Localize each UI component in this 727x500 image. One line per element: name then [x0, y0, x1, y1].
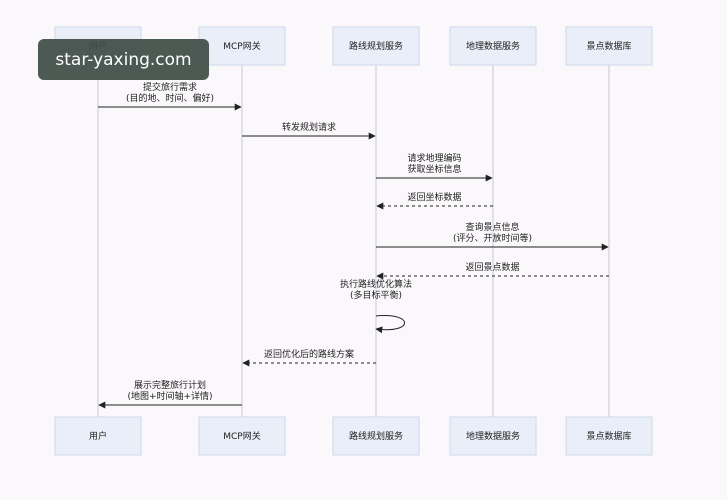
participant-box [198, 26, 286, 66]
participant-label: 地理数据服务 [466, 430, 520, 442]
participant-geo-top: 地理数据服务 [449, 26, 537, 66]
participant-box [198, 416, 286, 456]
message-label: 获取坐标信息 [407, 163, 461, 175]
message-label: 返回景点数据 [465, 261, 519, 273]
message-7: 执行路线优化算法(多目标平衡) [340, 278, 412, 334]
participant-label: MCP网关 [223, 40, 260, 52]
message-5: 查询景点信息(评分、开放时间等) [376, 221, 609, 251]
participant-box [565, 26, 653, 66]
participant-route-bottom: 路线规划服务 [332, 416, 420, 456]
message-label: 返回坐标数据 [407, 191, 461, 203]
message-4: 返回坐标数据 [376, 191, 493, 210]
message-label: 提交旅行需求 [143, 81, 197, 93]
participant-label: 路线规划服务 [349, 40, 403, 52]
watermark-banner: star-yaxing.com [38, 39, 209, 80]
participant-box [54, 416, 142, 456]
message-label: (目的地、时间、偏好) [126, 92, 214, 104]
self-message-arrow [375, 315, 405, 334]
participant-box [565, 416, 653, 456]
message-label: 请求地理编码 [407, 152, 461, 164]
participant-label: 地理数据服务 [466, 40, 520, 52]
message-label: (多目标平衡) [350, 289, 402, 301]
message-label: (地图+时间轴+详情) [127, 390, 212, 402]
participant-box [449, 416, 537, 456]
participant-box [332, 416, 420, 456]
message-2: 转发规划请求 [242, 121, 376, 140]
message-9: 展示完整旅行计划(地图+时间轴+详情) [98, 379, 242, 409]
message-label: 返回优化后的路线方案 [264, 348, 354, 360]
message-label: 展示完整旅行计划 [134, 379, 206, 391]
participant-label: MCP网关 [223, 430, 260, 442]
participant-poi-bottom: 景点数据库 [565, 416, 653, 456]
message-label: 执行路线优化算法 [340, 278, 412, 290]
message-label: (评分、开放时间等) [453, 232, 532, 244]
participant-label: 路线规划服务 [349, 430, 403, 442]
message-label: 查询景点信息 [465, 221, 519, 233]
participant-label: 景点数据库 [586, 430, 631, 442]
participant-gateway-bottom: MCP网关 [198, 416, 286, 456]
participant-label: 景点数据库 [586, 40, 631, 52]
message-6: 返回景点数据 [376, 261, 609, 280]
participant-route-top: 路线规划服务 [332, 26, 420, 66]
participant-user-bottom: 用户 [54, 416, 142, 456]
participant-box [332, 26, 420, 66]
participant-gateway-top: MCP网关 [198, 26, 286, 66]
participant-poi-top: 景点数据库 [565, 26, 653, 66]
participant-geo-bottom: 地理数据服务 [449, 416, 537, 456]
message-8: 返回优化后的路线方案 [242, 348, 376, 367]
participant-label: 用户 [89, 430, 107, 442]
message-label: 转发规划请求 [282, 121, 336, 133]
message-1: 提交旅行需求(目的地、时间、偏好) [98, 81, 242, 111]
participant-box [449, 26, 537, 66]
